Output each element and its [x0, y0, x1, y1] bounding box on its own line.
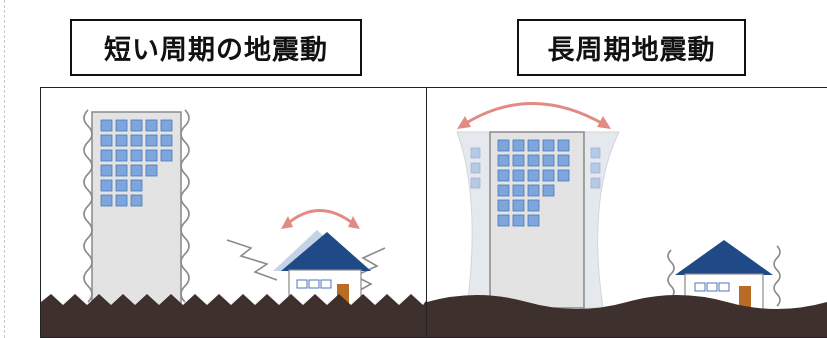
window [542, 169, 555, 182]
tall-building [470, 131, 601, 309]
window [115, 164, 128, 177]
window [100, 194, 113, 207]
window [590, 147, 601, 159]
window [130, 149, 143, 162]
building-windows [497, 139, 570, 227]
window [512, 199, 525, 212]
long-period-label: 長周期地震動 [517, 19, 746, 76]
window [130, 164, 143, 177]
sway-arrow-icon [457, 102, 611, 129]
window [512, 154, 525, 167]
window [512, 184, 525, 197]
short-period-scene [41, 109, 426, 337]
window [470, 147, 481, 159]
window [497, 169, 510, 182]
long-period-illustration [426, 87, 827, 338]
window [160, 134, 173, 147]
window [542, 184, 555, 197]
tall-building [91, 111, 182, 309]
window [470, 177, 481, 189]
long-period-label-text: 長周期地震動 [547, 35, 716, 66]
window [557, 139, 570, 152]
building-sway-windows [470, 147, 601, 189]
window [590, 162, 601, 174]
window [115, 149, 128, 162]
short-period-label-text: 短い周期の地震動 [104, 35, 328, 66]
window [527, 184, 540, 197]
window [542, 154, 555, 167]
window [115, 194, 128, 207]
window [130, 134, 143, 147]
building-windows [100, 119, 173, 207]
vibration-line-right [773, 245, 781, 307]
page-edge-dashed-line [4, 0, 5, 338]
sway-arrow-icon [281, 209, 360, 229]
window [130, 119, 143, 132]
window [145, 119, 158, 132]
window [145, 164, 158, 177]
window [115, 119, 128, 132]
window [512, 139, 525, 152]
window [130, 194, 143, 207]
window [542, 139, 555, 152]
window [512, 169, 525, 182]
window [100, 164, 113, 177]
window [557, 169, 570, 182]
window [527, 214, 540, 227]
window [160, 119, 173, 132]
window [557, 154, 570, 167]
window [497, 184, 510, 197]
window [160, 149, 173, 162]
window [527, 139, 540, 152]
window [470, 162, 481, 174]
long-period-scene [427, 102, 827, 337]
window [100, 179, 113, 192]
ground-jagged [41, 294, 426, 337]
window [497, 139, 510, 152]
vibration-line-right [180, 109, 190, 303]
short-period-label: 短い周期の地震動 [70, 19, 362, 76]
window [145, 149, 158, 162]
window [130, 179, 143, 192]
window [497, 154, 510, 167]
window [512, 214, 525, 227]
window [100, 119, 113, 132]
window [115, 134, 128, 147]
window [527, 154, 540, 167]
vibration-line-left [83, 109, 93, 303]
window [497, 214, 510, 227]
window [145, 134, 158, 147]
window [497, 199, 510, 212]
window [590, 177, 601, 189]
short-period-illustration [40, 87, 427, 338]
window [115, 179, 128, 192]
ground-wavy [427, 295, 827, 337]
shake-zigzag-left [226, 239, 278, 281]
window [527, 169, 540, 182]
window [100, 149, 113, 162]
window [527, 199, 540, 212]
window [100, 134, 113, 147]
